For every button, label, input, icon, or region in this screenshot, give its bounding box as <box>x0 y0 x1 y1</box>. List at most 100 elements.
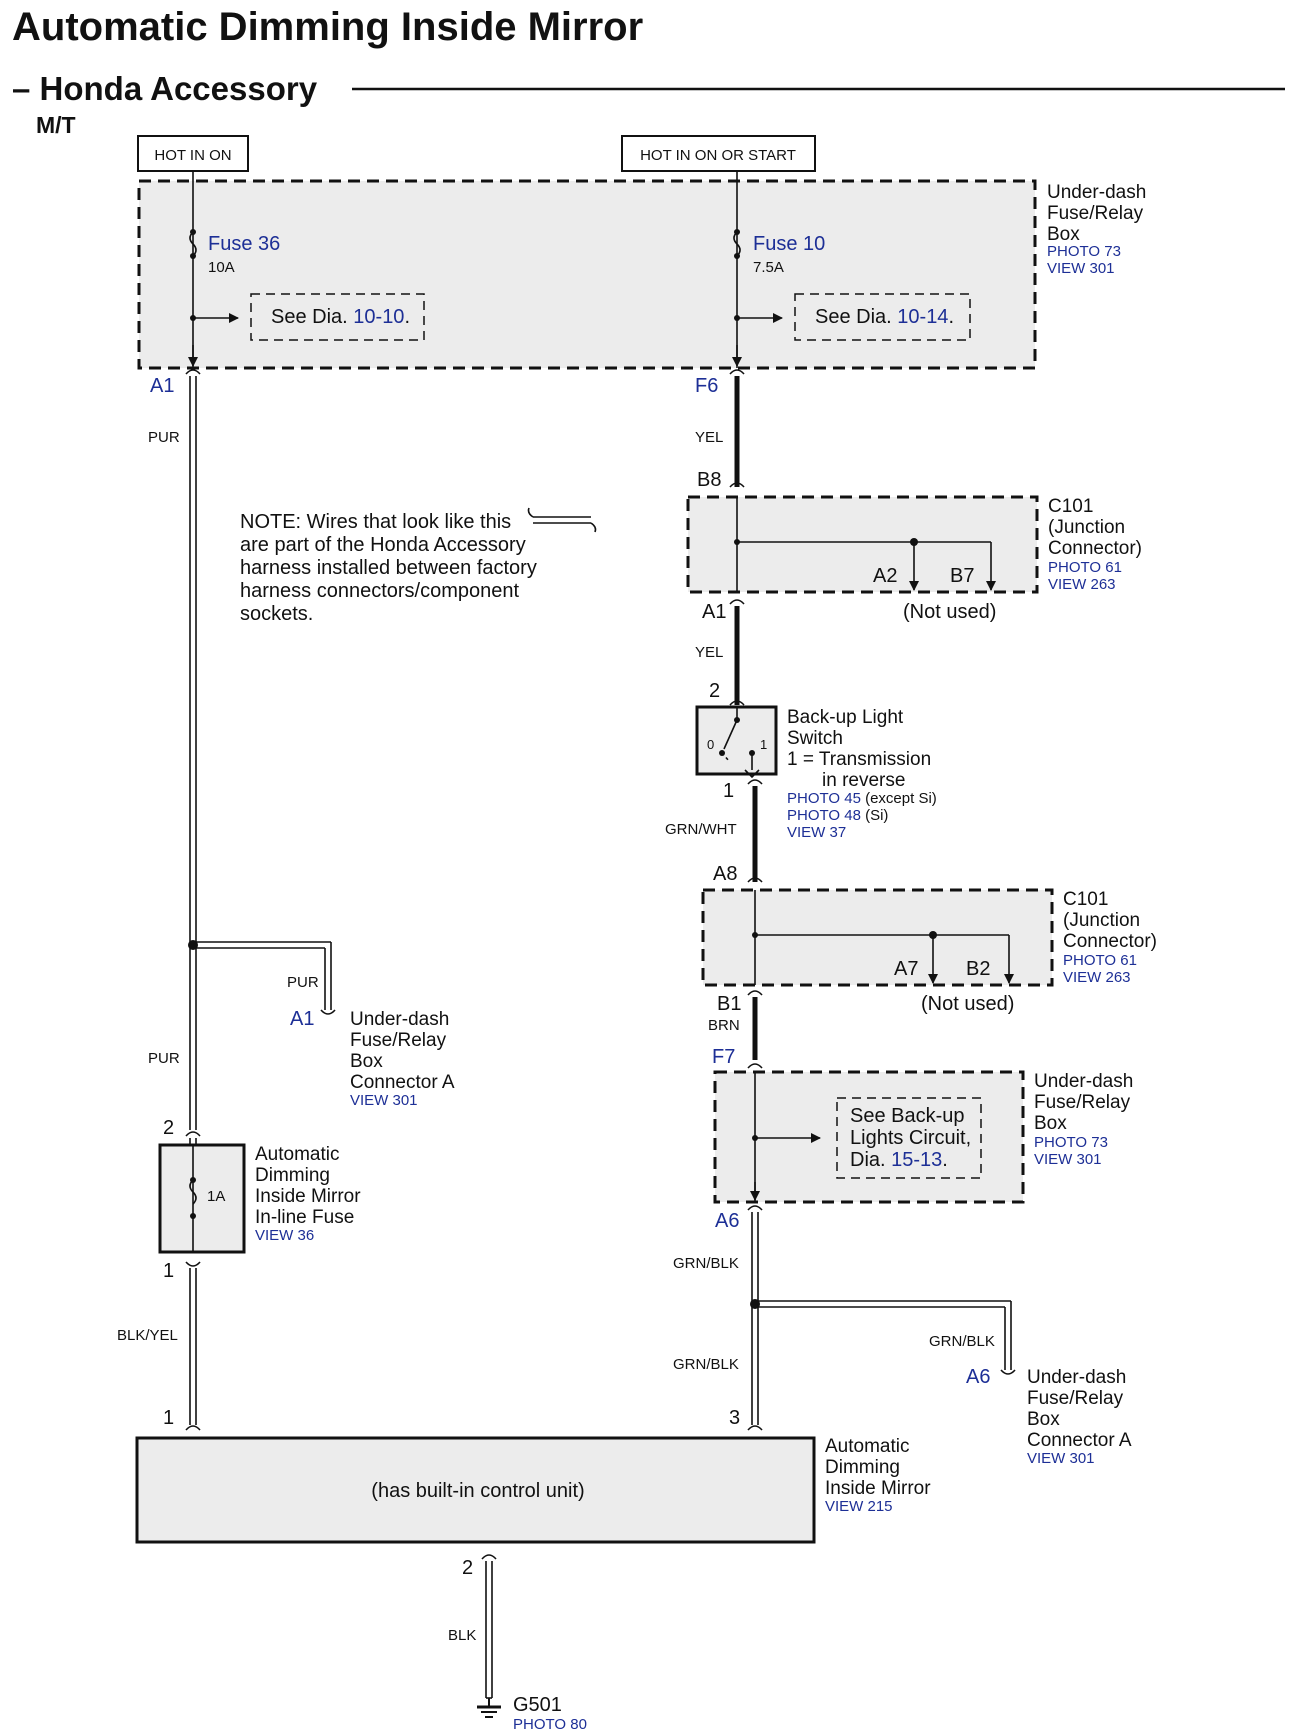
fuse-box-lower-name-1: Under-dash <box>1034 1071 1133 1092</box>
fuse-box-lower-photo[interactable]: PHOTO 73 <box>1034 1134 1108 1151</box>
mirror-pin-1: 1 <box>163 1407 174 1429</box>
fuse-36-name: Fuse 36 <box>208 233 280 255</box>
fuse-box-lower-name-3: Box <box>1034 1113 1067 1134</box>
fuse-box-lower-view[interactable]: VIEW 301 <box>1034 1151 1102 1168</box>
fuse-10-rating: 7.5A <box>753 259 784 276</box>
backup-switch-name-1: Back-up Light <box>787 707 904 728</box>
fuse-box-upper-name-3: Box <box>1047 224 1080 245</box>
fuse-box-lower-name-2: Fuse/Relay <box>1034 1092 1131 1113</box>
c101-lower-pin-a8: A8 <box>713 863 737 885</box>
inline-fuse-pin-1: 1 <box>163 1260 174 1282</box>
ground-photo[interactable]: PHOTO 80 <box>513 1716 587 1733</box>
pin-a6-right-connector: A6 <box>966 1366 990 1388</box>
c101-upper-pin-a1: A1 <box>702 601 726 623</box>
right-accessory-wire <box>747 1205 1016 1431</box>
see-backup-lights-box <box>836 1097 982 1179</box>
connector-a-right-name-2: Fuse/Relay <box>1027 1388 1124 1409</box>
connector-a-left-name-3: Box <box>350 1051 383 1072</box>
fuse-box-lower-outline <box>713 1070 1025 1204</box>
wire-brn: BRN <box>708 1017 740 1034</box>
pin-a6: A6 <box>715 1210 739 1232</box>
backup-light-switch-box <box>695 705 778 776</box>
inline-fuse-name-3: Inside Mirror <box>255 1186 361 1207</box>
wire-blk-yel: BLK/YEL <box>117 1327 178 1344</box>
connector-a-left-name-1: Under-dash <box>350 1009 449 1030</box>
mirror-name-3: Inside Mirror <box>825 1478 931 1499</box>
wire-grn-blk-1: GRN/BLK <box>673 1255 739 1272</box>
wire-yel-2: YEL <box>695 644 723 661</box>
mirror-pin-3: 3 <box>729 1407 740 1429</box>
wire-grn-blk-2: GRN/BLK <box>673 1356 739 1373</box>
c101-lower-photo[interactable]: PHOTO 61 <box>1063 952 1137 969</box>
inline-fuse-box <box>158 1143 246 1254</box>
transmission-variant: M/T <box>36 112 76 138</box>
connector-a-left-view[interactable]: VIEW 301 <box>350 1092 418 1109</box>
connector-a1-left-arrow <box>320 1009 336 1015</box>
diagram-subtitle: – Honda Accessory <box>12 70 318 107</box>
fuse-36-rating: 10A <box>208 259 235 276</box>
connector-a-left-name-2: Fuse/Relay <box>350 1030 447 1051</box>
c101-upper-pin-a2: A2 <box>873 565 897 587</box>
c101-upper-view[interactable]: VIEW 263 <box>1048 576 1116 593</box>
hot-in-on-or-start-label-box <box>621 135 816 172</box>
ground-name: G501 <box>513 1694 562 1716</box>
see-dia-15-13[interactable]: Dia. 15-13. <box>850 1149 948 1171</box>
c101-upper-photo[interactable]: PHOTO 61 <box>1048 559 1122 576</box>
see-backup-line-2: Lights Circuit, <box>850 1127 971 1149</box>
backup-switch-photo-45[interactable]: PHOTO 45 (except Si) <box>787 790 937 807</box>
wire-pur-1: PUR <box>148 429 180 446</box>
pin-f7: F7 <box>712 1046 735 1068</box>
backup-switch-pos-0: 0 <box>707 737 714 752</box>
backup-switch-view[interactable]: VIEW 37 <box>787 824 846 841</box>
fuse-10-name: Fuse 10 <box>753 233 825 255</box>
see-dia-10-14[interactable]: See Dia. 10-14. <box>815 306 954 328</box>
inline-fuse-name-1: Automatic <box>255 1144 339 1165</box>
backup-switch-photo-48[interactable]: PHOTO 48 (Si) <box>787 807 888 824</box>
note-line-2: are part of the Honda Accessory <box>240 534 526 556</box>
connector-a-right-name-3: Box <box>1027 1409 1060 1430</box>
c101-lower-view[interactable]: VIEW 263 <box>1063 969 1131 986</box>
fuse-box-upper-photo[interactable]: PHOTO 73 <box>1047 243 1121 260</box>
mirror-name-2: Dimming <box>825 1457 900 1478</box>
fuse-box-upper-view[interactable]: VIEW 301 <box>1047 260 1115 277</box>
backup-switch-contact <box>723 719 738 750</box>
wire-grn-blk-branch: GRN/BLK <box>929 1333 995 1350</box>
note-line-1: NOTE: Wires that look like this <box>240 511 511 533</box>
c101-upper-pin-b8: B8 <box>697 469 721 491</box>
inline-fuse-rating: 1A <box>207 1188 225 1205</box>
c101-upper-name-3: Connector) <box>1048 538 1142 559</box>
backup-switch-name-4: in reverse <box>822 770 905 791</box>
connector-a-right-name-4: Connector A <box>1027 1430 1132 1451</box>
fuse-box-upper-name-2: Fuse/Relay <box>1047 203 1144 224</box>
c101-upper-name-1: C101 <box>1048 496 1093 517</box>
c101-upper-pin-b7: B7 <box>950 565 974 587</box>
c101-lower-name-1: C101 <box>1063 889 1108 910</box>
see-dia-10-10-box <box>250 293 425 341</box>
pin-f6: F6 <box>695 375 718 397</box>
c101-upper-box <box>686 495 1039 594</box>
c101-lower-name-2: (Junction <box>1063 910 1140 931</box>
inline-fuse-symbol <box>189 1179 197 1205</box>
mirror-view[interactable]: VIEW 215 <box>825 1498 893 1515</box>
wire-pur-branch: PUR <box>287 974 319 991</box>
c101-upper-not-used: (Not used) <box>903 601 996 623</box>
wire-grn-wht: GRN/WHT <box>665 821 737 838</box>
connector-a-right-view[interactable]: VIEW 301 <box>1027 1450 1095 1467</box>
ground-wire <box>481 1554 497 1699</box>
pin-a1-top: A1 <box>150 375 174 397</box>
ground-icon <box>477 1698 501 1718</box>
accessory-wire-sample <box>527 507 597 533</box>
hot-in-on-or-start-label: HOT IN ON OR START <box>640 147 796 164</box>
diagram-title: Automatic Dimming Inside Mirror <box>12 5 643 49</box>
wire-yel-1: YEL <box>695 429 723 446</box>
see-backup-line-1: See Back-up <box>850 1105 965 1127</box>
mirror-name-1: Automatic <box>825 1436 909 1457</box>
note-line-3: harness installed between factory <box>240 557 537 579</box>
connector-a-left-name-4: Connector A <box>350 1072 455 1093</box>
auto-dimming-mirror-box <box>135 1436 816 1544</box>
wire-pur-2: PUR <box>148 1050 180 1067</box>
inline-fuse-view[interactable]: VIEW 36 <box>255 1227 314 1244</box>
pin-a1-left-connector: A1 <box>290 1008 314 1030</box>
see-dia-10-10[interactable]: See Dia. 10-10. <box>271 306 410 328</box>
